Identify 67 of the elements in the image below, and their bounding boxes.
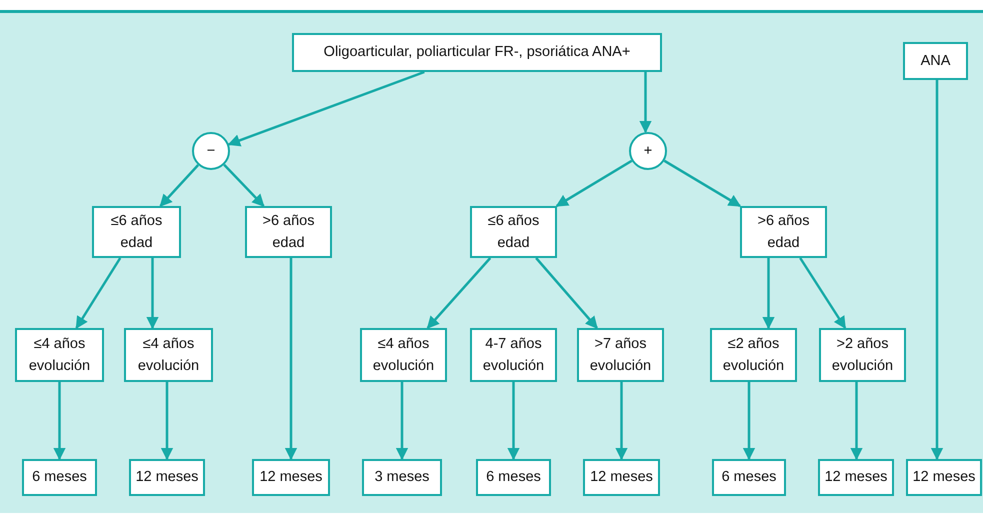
process-box	[92, 206, 181, 258]
box-label: >7 años evolución	[588, 334, 652, 376]
box-label: 4-7 años evolución	[482, 334, 546, 376]
arrow	[639, 72, 652, 134]
arrow	[850, 382, 863, 460]
arrow	[742, 382, 756, 460]
process-box	[577, 328, 664, 382]
process-box	[15, 328, 104, 382]
box-label: 12 meses	[134, 468, 200, 488]
box-label: +	[642, 142, 654, 161]
process-box	[470, 206, 557, 258]
process-box	[818, 459, 894, 496]
box-label: >6 años edad	[261, 212, 316, 253]
box-label: ≤4 años evolución	[136, 334, 200, 376]
process-box	[583, 459, 660, 496]
arrow	[223, 164, 265, 207]
box-label: ≤6 años edad	[110, 212, 164, 253]
process-box	[124, 328, 213, 382]
box-label: −	[206, 142, 216, 161]
box-label: >6 años edad	[756, 212, 810, 253]
box-label: 12 meses	[258, 468, 324, 488]
process-box	[292, 33, 662, 72]
box-label: ≤6 años edad	[486, 212, 540, 253]
box-label: ≤4 años evolución	[28, 334, 92, 376]
arrow	[396, 382, 408, 460]
arrow	[146, 258, 159, 330]
arrow	[507, 382, 520, 460]
box-label: Oligoarticular, poliarticular FR-, psoriática ANA+	[322, 43, 632, 62]
arrow	[556, 160, 632, 208]
box-label: ≤4 años evolución	[372, 334, 436, 376]
arrow	[228, 70, 425, 146]
arrow	[664, 160, 742, 208]
process-box	[740, 206, 827, 258]
box-label: 6 meses	[720, 468, 778, 488]
box-label: 6 meses	[31, 468, 88, 488]
arrow	[930, 80, 944, 460]
box-label: 12 meses	[912, 468, 976, 488]
process-box	[129, 459, 205, 496]
arrow	[160, 164, 200, 207]
process-box	[245, 206, 332, 258]
box-label: 3 meses	[374, 468, 430, 488]
arrow	[799, 257, 846, 330]
process-box	[476, 459, 551, 496]
arrow	[75, 257, 122, 330]
box-label: 6 meses	[485, 468, 542, 488]
box-label: >2 años evolución	[830, 334, 894, 376]
process-box	[362, 459, 442, 496]
arrow	[284, 258, 298, 460]
arrow	[53, 382, 66, 460]
process-box	[712, 459, 786, 496]
arrow	[535, 257, 598, 329]
arrow	[615, 382, 628, 460]
process-box	[819, 328, 906, 382]
arrow	[426, 257, 492, 329]
process-box	[252, 459, 330, 496]
box-label: 12 meses	[589, 468, 654, 488]
process-box	[906, 459, 982, 496]
box-label: ANA	[920, 52, 952, 71]
process-box	[22, 459, 97, 496]
box-label: 12 meses	[824, 468, 888, 488]
process-box	[360, 328, 447, 382]
arrow	[762, 258, 775, 330]
arrow	[160, 382, 174, 460]
process-box	[710, 328, 797, 382]
box-label: ≤2 años evolución	[722, 334, 786, 376]
process-box	[903, 42, 968, 80]
process-box	[470, 328, 557, 382]
